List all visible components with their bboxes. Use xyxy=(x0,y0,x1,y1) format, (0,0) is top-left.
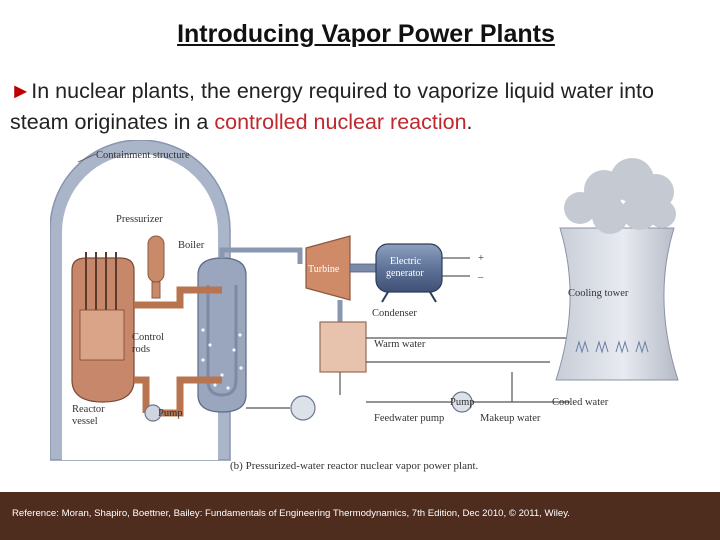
label-reactor-1: Reactor xyxy=(72,404,105,415)
steam-line xyxy=(219,247,303,264)
footer-bar: Reference: Moran, Shapiro, Boettner, Bai… xyxy=(0,492,720,540)
label-minus: – xyxy=(477,272,484,283)
pressurizer xyxy=(147,235,165,299)
shaft xyxy=(349,263,377,273)
diagram-caption: (b) Pressurized-water reactor nuclear va… xyxy=(230,460,479,472)
label-turbine: Turbine xyxy=(308,264,340,275)
label-reactor-2: vessel xyxy=(72,416,98,427)
label-makeup-water: Makeup water xyxy=(480,413,541,424)
feedwater-pump xyxy=(290,395,316,421)
reactor-vessel xyxy=(71,252,135,403)
label-control-2: rods xyxy=(132,344,150,355)
bullet-paragraph: ►In nuclear plants, the energy required … xyxy=(10,76,715,138)
electric-generator xyxy=(375,243,470,303)
label-cooled-water: Cooled water xyxy=(552,397,609,408)
label-plus: + xyxy=(478,253,484,264)
power-plant-diagram: Containment structure Pressurizer Boiler… xyxy=(50,140,679,472)
steam-cloud xyxy=(564,158,676,234)
cooling-tower xyxy=(555,227,679,381)
feedwater-line xyxy=(246,372,341,409)
bullet-arrow-icon: ► xyxy=(10,79,32,103)
paragraph-text: In nuclear plants, the energy required t… xyxy=(10,79,654,134)
turbine xyxy=(305,235,351,301)
slide-title: Introducing Vapor Power Plants xyxy=(177,20,555,48)
label-warm-water: Warm water xyxy=(374,339,426,350)
label-control-1: Control xyxy=(132,332,164,343)
label-pump-2: Pump xyxy=(450,397,475,408)
reactor-pump xyxy=(144,404,162,422)
label-generator-1: Electric xyxy=(390,256,422,267)
label-feedwater-pump: Feedwater pump xyxy=(374,413,444,424)
condenser xyxy=(319,321,367,373)
label-containment: Containment structure xyxy=(96,150,190,161)
label-generator-2: generator xyxy=(386,268,424,279)
makeup-pump xyxy=(451,391,473,413)
boiler xyxy=(197,257,247,413)
highlight-text: controlled nuclear reaction xyxy=(214,110,467,134)
label-boiler: Boiler xyxy=(178,240,205,251)
label-pump: Pump xyxy=(158,408,183,419)
label-cooling-tower: Cooling tower xyxy=(568,288,629,299)
primary-loop xyxy=(134,286,222,417)
label-condenser: Condenser xyxy=(372,308,417,319)
paragraph-end: . xyxy=(466,110,473,134)
reference-text: Reference: Moran, Shapiro, Boettner, Bai… xyxy=(12,508,570,519)
label-pressurizer: Pressurizer xyxy=(116,214,163,225)
